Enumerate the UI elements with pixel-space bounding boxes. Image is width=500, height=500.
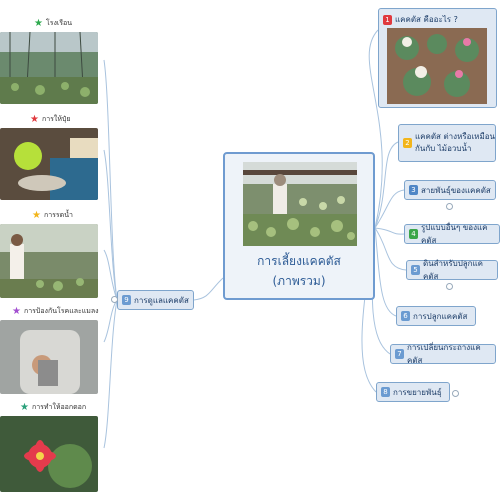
expand-toggle-icon[interactable] bbox=[446, 283, 453, 290]
right-item-node[interactable]: 6 การปลูกแคคตัส bbox=[396, 306, 476, 326]
right-item-node[interactable]: 7 การเปลี่ยนกระถางแคคตัส bbox=[390, 343, 496, 365]
cactus-pots-image bbox=[387, 28, 487, 104]
fertilizer-image bbox=[0, 128, 98, 200]
left-item-caption[interactable]: ★ การให้ปุ๋ย bbox=[30, 114, 70, 125]
left-item-caption[interactable]: ★ การทำให้ออกดอก bbox=[20, 402, 86, 413]
right-item-node[interactable]: 4 รูปแบบอื่นๆ ของแคคตัส bbox=[404, 223, 500, 245]
node-label: แคคตัส คืออะไร ? bbox=[395, 15, 458, 24]
star-icon: ★ bbox=[32, 209, 41, 221]
node-label: รูปแบบอื่นๆ ของแคคตัส bbox=[421, 223, 488, 245]
node-number-badge: 2 bbox=[403, 138, 412, 148]
expand-toggle-icon[interactable] bbox=[446, 203, 453, 210]
node-number-badge: 5 bbox=[411, 265, 420, 275]
star-icon: ★ bbox=[34, 17, 43, 29]
pest-control-image bbox=[0, 320, 98, 394]
left-hub-node[interactable]: 9 การดูแลแคคตัส bbox=[117, 290, 194, 310]
left-item-label: การทำให้ออกดอก bbox=[31, 403, 87, 411]
right-item-node[interactable]: 1 แคคตัส คืออะไร ? bbox=[378, 8, 497, 108]
right-item-node[interactable]: 3 สายพันธุ์ของแคคตัส bbox=[404, 180, 496, 200]
node-number-badge: 9 bbox=[122, 295, 131, 305]
left-item-label: โรงเรือน bbox=[45, 19, 73, 27]
star-icon: ★ bbox=[30, 113, 39, 125]
central-topic-title-line1: การเลี้ยงแคคตัส bbox=[257, 254, 341, 268]
expand-toggle-icon[interactable] bbox=[111, 296, 118, 303]
node-label: การปลูกแคคตัส bbox=[413, 311, 468, 321]
node-number-badge: 8 bbox=[381, 387, 390, 397]
flowering-image bbox=[0, 416, 98, 492]
central-topic-node[interactable]: การเลี้ยงแคคตัส (ภาพรวม) bbox=[223, 152, 375, 300]
left-item-label: การป้องกันโรคและแมลง bbox=[23, 307, 99, 315]
greenhouse-image bbox=[0, 32, 98, 104]
left-item-label: การให้ปุ๋ย bbox=[41, 115, 71, 123]
node-label: สายพันธุ์ของแคคตัส bbox=[421, 185, 491, 195]
watering-image bbox=[0, 224, 98, 298]
central-topic-title-line2: (ภาพรวม) bbox=[272, 274, 326, 288]
expand-toggle-icon[interactable] bbox=[452, 390, 459, 397]
right-item-node[interactable]: 8 การขยายพันธุ์ bbox=[376, 382, 450, 402]
node-label: ดินสำหรับปลูกแคคตัส bbox=[423, 259, 484, 281]
node-label: แคคตัส ต่างหรือเหมือนกันกับ ไม้อวบน้ำ bbox=[415, 132, 496, 153]
star-icon: ★ bbox=[12, 305, 21, 317]
right-item-node[interactable]: 2 แคคตัส ต่างหรือเหมือนกันกับ ไม้อวบน้ำ bbox=[398, 124, 496, 162]
star-icon: ★ bbox=[20, 401, 29, 413]
node-number-badge: 4 bbox=[409, 229, 418, 239]
node-number-badge: 3 bbox=[409, 185, 418, 195]
node-label: การขยายพันธุ์ bbox=[393, 387, 442, 397]
node-number-badge: 6 bbox=[401, 311, 410, 321]
left-item-label: การรดน้ำ bbox=[43, 211, 73, 219]
node-label: การดูแลแคคตัส bbox=[134, 295, 189, 305]
left-item-caption[interactable]: ★ โรงเรือน bbox=[34, 18, 72, 29]
left-item-caption[interactable]: ★ การรดน้ำ bbox=[32, 210, 73, 221]
right-item-node[interactable]: 5 ดินสำหรับปลูกแคคตัส bbox=[406, 259, 498, 281]
node-number-badge: 1 bbox=[383, 14, 392, 25]
node-label: การเปลี่ยนกระถางแคคตัส bbox=[407, 343, 481, 365]
left-item-caption[interactable]: ★ การป้องกันโรคและแมลง bbox=[12, 306, 99, 317]
node-number-badge: 7 bbox=[395, 349, 404, 359]
central-topic-image bbox=[243, 162, 357, 246]
